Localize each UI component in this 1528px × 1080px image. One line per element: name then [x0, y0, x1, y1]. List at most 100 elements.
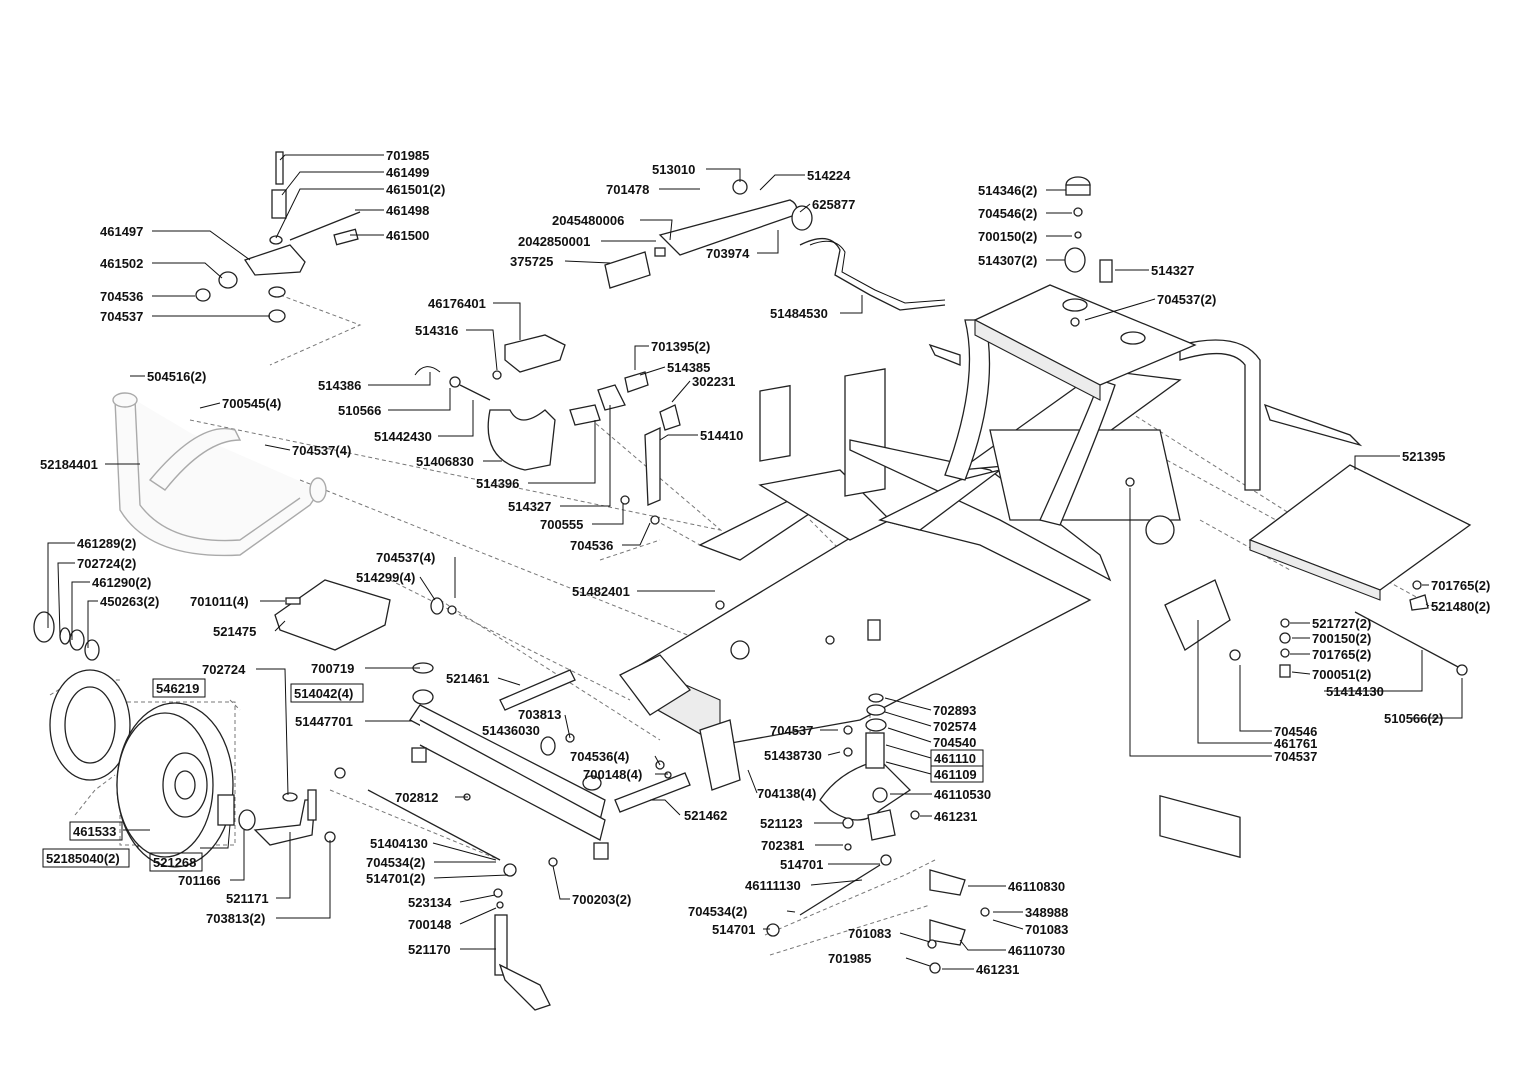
label-701166: 701166 [178, 873, 221, 888]
label-514316: 514316 [415, 323, 458, 338]
label-704534b: 704534(2) [688, 904, 747, 919]
label-704537c: 704537(4) [376, 550, 435, 565]
label-46176401: 46176401 [428, 296, 486, 311]
label-514299: 514299(4) [356, 570, 415, 585]
label-51436030: 51436030 [482, 723, 540, 738]
label-461498: 461498 [386, 203, 429, 218]
label-461501: 461501(2) [386, 182, 445, 197]
label-704536b: 704536(4) [570, 749, 629, 764]
lift-linkage [195, 151, 361, 323]
label-514701a: 514701(2) [366, 871, 425, 886]
label-514327a: 514327 [508, 499, 551, 514]
label-704534a: 704534(2) [366, 855, 425, 870]
label-51447701: 51447701 [295, 714, 353, 729]
label-51404130: 51404130 [370, 836, 428, 851]
label-302231: 302231 [692, 374, 735, 389]
label-704536c: 704536 [570, 538, 613, 553]
label-461497: 461497 [100, 224, 143, 239]
label-521462: 521462 [684, 808, 727, 823]
label-461761: 461761 [1274, 736, 1317, 751]
label-704537e: 704537 [1274, 749, 1317, 764]
label-701083b: 701083 [1025, 922, 1068, 937]
label-504516: 504516(2) [147, 369, 206, 384]
label-52184401: 52184401 [40, 457, 98, 472]
label-704537f: 704537 [770, 723, 813, 738]
pedal-assembly [414, 334, 681, 525]
label-700051: 700051(2) [1312, 667, 1371, 682]
label-704537d: 704537(2) [1157, 292, 1216, 307]
label-700150a: 700150(2) [978, 229, 1037, 244]
label-625877: 625877 [812, 197, 855, 212]
label-514410: 514410 [700, 428, 743, 443]
label-703813a: 703813 [518, 707, 561, 722]
front-axle-51447701 [409, 662, 691, 867]
label-461533: 461533 [73, 824, 116, 839]
leader-lines [47, 154, 1463, 970]
label-461109: 461109 [934, 767, 977, 782]
spindle-parts [253, 767, 551, 1011]
label-521461: 521461 [446, 671, 489, 686]
front-bumper-52184401 [112, 392, 327, 557]
label-514307: 514307(2) [978, 253, 1037, 268]
label-521395: 521395 [1402, 449, 1445, 464]
label-701985b: 701985 [828, 951, 871, 966]
label-461500: 461500 [386, 228, 429, 243]
label-700555: 700555 [540, 517, 583, 532]
label-514386: 514386 [318, 378, 361, 393]
label-704138: 704138(4) [757, 786, 816, 801]
label-704536a: 704536 [100, 289, 143, 304]
label-700719: 700719 [311, 661, 354, 676]
label-521727: 521727(2) [1312, 616, 1371, 631]
label-701985a: 701985 [386, 148, 429, 163]
label-450263: 450263(2) [100, 594, 159, 609]
label-702724b: 702724(2) [77, 556, 136, 571]
label-521171: 521171 [226, 891, 269, 906]
label-461289: 461289(2) [77, 536, 136, 551]
label-700150b: 700150(2) [1312, 631, 1371, 646]
steering-lever [604, 179, 946, 311]
label-701765a: 701765(2) [1431, 578, 1490, 593]
label-700203: 700203(2) [572, 892, 631, 907]
label-704546b: 704546(2) [978, 206, 1037, 221]
label-2042850001: 2042850001 [518, 234, 590, 249]
label-46110530: 46110530 [934, 787, 991, 802]
label-461290: 461290(2) [92, 575, 151, 590]
label-2045480006: 2045480006 [552, 213, 624, 228]
label-51482401: 51482401 [572, 584, 630, 599]
label-514701b: 514701 [780, 857, 823, 872]
label-704546a: 704546 [1274, 724, 1317, 739]
front-wheels [33, 611, 256, 868]
label-702381: 702381 [761, 838, 804, 853]
label-701083a: 701083 [848, 926, 891, 941]
label-510566b: 510566(2) [1384, 711, 1443, 726]
label-461502: 461502 [100, 256, 143, 271]
label-514385: 514385 [667, 360, 710, 375]
label-461110: 461110 [934, 751, 976, 766]
seat-parts [1064, 176, 1113, 327]
label-46111130: 46111130 [745, 878, 801, 893]
label-700148b: 700148(4) [583, 767, 642, 782]
label-703813b: 703813(2) [206, 911, 265, 926]
label-461231a: 461231 [934, 809, 977, 824]
label-701478: 701478 [606, 182, 649, 197]
label-701011: 701011(4) [190, 594, 249, 609]
label-521475: 521475 [213, 624, 256, 639]
footrest-521475 [274, 579, 457, 651]
label-521268: 521268 [153, 855, 196, 870]
main-frame-51482401 [619, 284, 1363, 859]
label-514327b: 514327 [1151, 263, 1194, 278]
label-51438730: 51438730 [764, 748, 822, 763]
label-521123: 521123 [760, 816, 803, 831]
part-number-labels: 701985 461499 461501(2) 461498 461500 46… [40, 148, 1490, 977]
label-702724a: 702724 [202, 662, 246, 677]
rear-plate-521395 [1125, 464, 1472, 678]
label-546219: 546219 [156, 681, 199, 696]
label-51442430: 51442430 [374, 429, 432, 444]
label-52185040: 52185040(2) [46, 851, 120, 866]
label-46110830: 46110830 [1008, 879, 1065, 894]
label-51484530: 51484530 [770, 306, 828, 321]
label-513010: 513010 [652, 162, 695, 177]
label-701765b: 701765(2) [1312, 647, 1371, 662]
label-461499: 461499 [386, 165, 429, 180]
